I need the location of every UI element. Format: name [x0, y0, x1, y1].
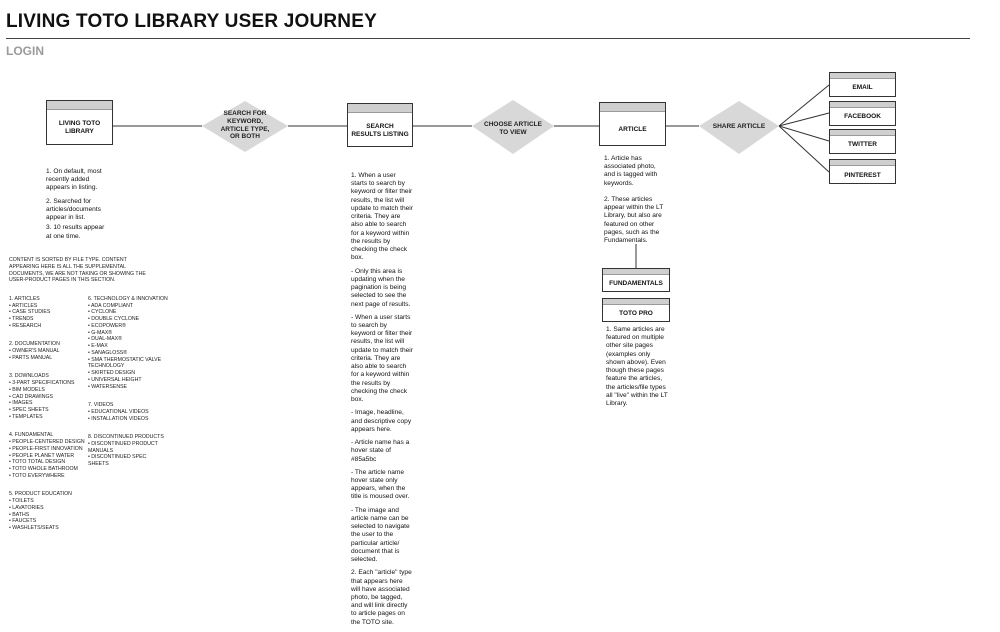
- decision-share-shape: [699, 101, 779, 154]
- article-note-1: 1. Article has associated photo, and is …: [604, 155, 658, 187]
- connector-share-twitter: [778, 125, 830, 142]
- content-group-articles: 1. ARTICLES • ARTICLES • CASE STUDIES • …: [9, 295, 51, 329]
- node-facebook: FACEBOOK: [829, 101, 896, 126]
- node-results-label: SEARCH RESULTS LISTING: [351, 123, 409, 139]
- library-note-2: 2. Searched for articles/documents appea…: [46, 197, 101, 222]
- content-group-product-education: 5. PRODUCT EDUCATION • TOILETS • LAVATOR…: [9, 491, 72, 531]
- content-types-column-1: 1. ARTICLES • ARTICLES • CASE STUDIES • …: [9, 289, 89, 544]
- decision-search-shape: [202, 101, 288, 152]
- page-title: LIVING TOTO LIBRARY USER JOURNEY: [6, 11, 377, 32]
- decision-choose-shape: [472, 100, 554, 154]
- content-types-column-2: 6. TECHNOLOGY & INNOVATION • ADA COMPLIA…: [88, 289, 168, 480]
- article-notes: 1. Article has associated photo, and is …: [604, 155, 664, 250]
- node-fundamentals: FUNDAMENTALS: [602, 268, 670, 292]
- page-subtitle: LOGIN: [6, 44, 44, 58]
- flow-connectors: [113, 84, 830, 268]
- content-group-downloads: 3. DOWNLOADS • 3-PART SPECIFICATIONS • B…: [9, 373, 75, 420]
- content-group-technology: 6. TECHNOLOGY & INNOVATION • ADA COMPLIA…: [88, 295, 168, 390]
- content-group-discontinued: 8. DISCONTINUED PRODUCTS • DISCONTINUED …: [88, 434, 164, 467]
- results-note-7: - The image and article name can be sele…: [351, 506, 410, 564]
- node-article-label: ARTICLE: [618, 126, 647, 133]
- toto-pro-note-1: 1. Same articles are featured on multipl…: [606, 326, 668, 408]
- results-note-1: 1. When a user starts to search by keywo…: [351, 172, 413, 262]
- content-types-intro: CONTENT IS SORTED BY FILE TYPE. CONTENT …: [9, 257, 146, 284]
- library-notes: 1. On default, most recently added appea…: [46, 168, 108, 246]
- node-library-label: LIVING TOTO LIBRARY: [58, 120, 101, 136]
- node-pinterest-label: PINTEREST: [844, 172, 881, 179]
- decision-share-label: SHARE ARTICLE: [712, 123, 766, 130]
- node-toto-pro-label: TOTO PRO: [619, 310, 653, 317]
- results-note-5: - Article name has a hover state of #85a…: [351, 439, 410, 463]
- node-fundamentals-label: FUNDAMENTALS: [609, 280, 663, 287]
- content-group-videos: 7. VIDEOS • EDUCATIONAL VIDEOS • INSTALL…: [88, 402, 149, 422]
- decision-choose-label: CHOOSE ARTICLE TO VIEW: [484, 121, 542, 136]
- node-twitter-label: TWITTER: [848, 141, 877, 148]
- node-twitter: TWITTER: [829, 129, 896, 154]
- node-toto-pro: TOTO PRO: [602, 298, 670, 322]
- node-living-toto-library: LIVING TOTO LIBRARY: [46, 100, 113, 145]
- connector-share-email: [778, 84, 830, 127]
- node-search-results-listing: SEARCH RESULTS LISTING: [347, 103, 413, 147]
- article-note-2: 2. These articles appear within the LT L…: [604, 195, 664, 245]
- results-notes: 1. When a user starts to search by keywo…: [351, 172, 413, 632]
- connector-share-pinterest: [778, 125, 830, 173]
- node-facebook-label: FACEBOOK: [844, 113, 881, 120]
- content-group-documentation: 2. DOCUMENTATION • OWNER'S MANUAL • PART…: [9, 341, 60, 361]
- results-note-4: - Image, headline, and descriptive copy …: [351, 409, 412, 433]
- toto-pro-notes: 1. Same articles are featured on multipl…: [606, 326, 671, 413]
- decision-search-label: SEARCH FOR KEYWORD, ARTICLE TYPE, OR BOT…: [220, 110, 270, 141]
- node-email-label: EMAIL: [852, 84, 873, 91]
- title-divider: [6, 38, 970, 39]
- results-note-6: - The article name hover state only appe…: [351, 468, 410, 501]
- node-pinterest: PINTEREST: [829, 159, 896, 184]
- library-note-1: 1. On default, most recently added appea…: [46, 168, 102, 192]
- content-group-fundamental: 4. FUNDAMENTAL • PEOPLE-CENTERED DESIGN …: [9, 432, 85, 479]
- node-article: ARTICLE: [599, 102, 666, 146]
- node-email: EMAIL: [829, 72, 896, 97]
- library-note-3: 3. 10 results appear at one time.: [46, 224, 105, 240]
- connector-share-facebook: [778, 112, 830, 127]
- results-note-3: - When a user starts to search by keywor…: [351, 313, 413, 404]
- results-note-8: 2. Each "article" type that appears here…: [351, 569, 412, 626]
- results-note-2: - Only this area is updating when the pa…: [351, 267, 411, 308]
